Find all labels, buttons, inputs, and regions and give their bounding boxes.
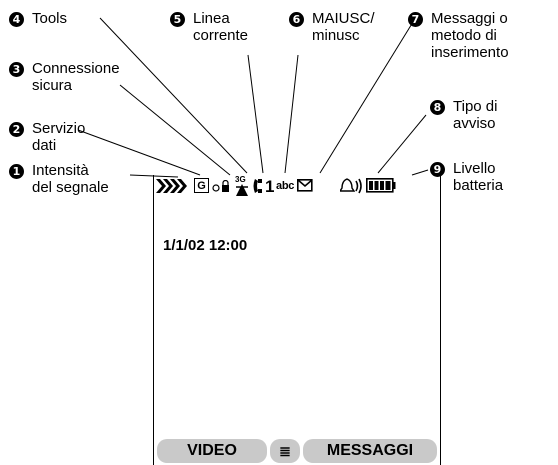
- callout-number: 8: [430, 100, 445, 115]
- callout-label: Servizio dati: [32, 120, 86, 154]
- leader-line-data-service: [77, 129, 201, 176]
- leader-line-battery: [411, 169, 429, 176]
- callout-label: MAIUSC/ minusc: [312, 10, 375, 44]
- battery-level-icon: [366, 178, 396, 193]
- softkey-messages[interactable]: MESSAGGI: [303, 439, 437, 463]
- callout-number: 6: [289, 12, 304, 27]
- data-service-icon: G: [194, 178, 209, 193]
- case-mode-indicator: abc: [276, 180, 295, 192]
- active-line-icon: [253, 179, 262, 193]
- callout-label: Messaggi o metodo di inserimento: [431, 10, 509, 61]
- callout-alert-type: 8 Tipo di avviso: [430, 98, 497, 132]
- callout-label: Linea corrente: [193, 10, 249, 44]
- tools-icon-label: 3G: [235, 175, 246, 184]
- phone-screen: G 3G 1 abc: [153, 175, 441, 465]
- leader-line-messages: [319, 21, 414, 174]
- callout-label: Tools: [32, 10, 68, 27]
- active-line-number: 1: [265, 177, 275, 196]
- leader-line-case-mode: [284, 54, 299, 174]
- leader-line-alert: [377, 114, 427, 174]
- date-time-display: 1/1/02 12:00: [163, 237, 248, 254]
- tools-icon: 3G: [234, 176, 250, 196]
- callout-case-mode: 6 MAIUSC/ minusc: [289, 10, 375, 44]
- callout-label: Tipo di avviso: [453, 98, 498, 132]
- leader-line-active-line: [247, 54, 264, 174]
- callout-active-line: 5 Linea corrente: [170, 10, 248, 44]
- secure-connection-icon: [212, 180, 229, 192]
- callout-signal-strength: 1 Intensità del segnale: [9, 162, 109, 196]
- menu-key[interactable]: ≣: [270, 439, 300, 463]
- callout-number: 4: [9, 12, 24, 27]
- leader-line-tools: [99, 17, 248, 174]
- alert-bell-icon: [340, 178, 362, 194]
- callout-label: Intensità del segnale: [32, 162, 109, 196]
- signal-strength-icon: [156, 179, 187, 193]
- callout-number: 2: [9, 122, 24, 137]
- callout-number: 3: [9, 62, 24, 77]
- callout-tools: 4 Tools: [9, 10, 67, 27]
- leader-line-secure: [119, 84, 231, 176]
- message-envelope-icon: [297, 179, 313, 192]
- leader-line-signal: [129, 174, 179, 178]
- callout-number: 5: [170, 12, 185, 27]
- softkey-video[interactable]: VIDEO: [157, 439, 267, 463]
- callout-data-service: 2 Servizio dati: [9, 120, 85, 154]
- softkey-bar: VIDEO ≣ MESSAGGI: [157, 439, 437, 465]
- callout-messages: 7 Messaggi o metodo di inserimento: [408, 10, 509, 61]
- callout-number: 1: [9, 164, 24, 179]
- callout-battery-level: 9 Livello batteria: [430, 160, 503, 194]
- callout-label: Livello batteria: [453, 160, 504, 194]
- callout-secure-connection: 3 Connessione sicura: [9, 60, 120, 94]
- callout-number: 9: [430, 162, 445, 177]
- callout-label: Connessione sicura: [32, 60, 120, 94]
- status-bar: G 3G 1 abc: [154, 175, 440, 199]
- menu-icon: ≣: [279, 442, 291, 459]
